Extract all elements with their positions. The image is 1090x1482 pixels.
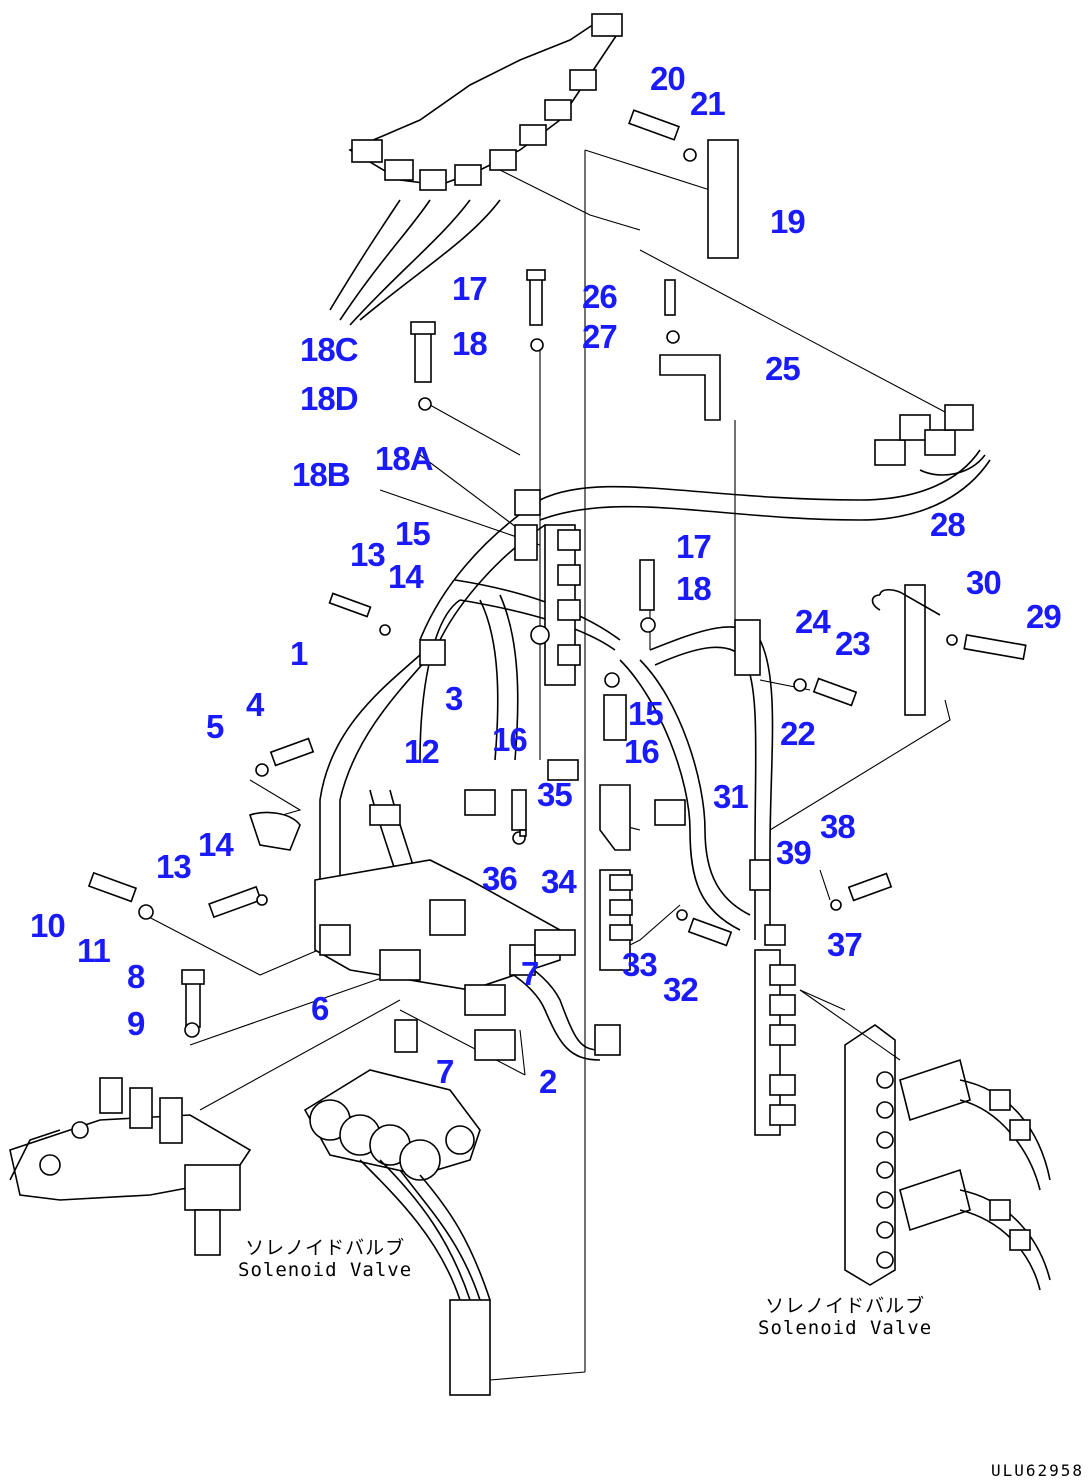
callout-6: 6 [311,990,329,1027]
callout-18a: 18A [375,440,434,477]
callout-32: 32 [663,971,699,1008]
callout-31: 31 [713,778,749,815]
callout-23: 23 [835,625,871,662]
solenoid-valve-middle [303,1069,491,1396]
callout-17: 17 [452,270,488,307]
callout-15-lower: 15 [628,695,664,732]
callout-13-lower: 13 [156,848,192,885]
callout-14-lower: 14 [198,826,234,863]
callout-20: 20 [650,60,686,97]
callout-34: 34 [541,863,577,900]
right-connector-cluster [874,404,986,476]
callout-8: 8 [127,958,145,995]
callout-12: 12 [404,733,440,770]
callout-18-lower: 18 [676,570,712,607]
callout-22: 22 [780,715,816,752]
solenoid-valve-left-label-jp: ソレノイドバルブ [245,1237,406,1259]
callout-10: 10 [30,907,66,944]
callout-2: 2 [539,1063,557,1100]
solenoid-valve-right-label-jp: ソレノイドバルブ [765,1295,926,1317]
callout-11: 11 [77,932,111,969]
callout-9: 9 [127,1005,145,1042]
callout-5: 5 [206,708,224,745]
callout-16: 16 [492,721,528,758]
callout-18c: 18C [300,331,359,368]
bracket-assembly [248,811,576,1061]
callout-3: 3 [445,680,463,717]
callout-36: 36 [482,860,518,897]
callout-1: 1 [290,635,308,672]
callout-14: 14 [388,558,424,595]
callout-26: 26 [582,278,618,315]
callout-37: 37 [827,926,863,963]
callout-33: 33 [622,946,658,983]
callout-18: 18 [452,325,488,362]
solenoid-valve-left-label-en: Solenoid Valve [238,1258,413,1281]
callout-7-lower: 7 [436,1053,454,1090]
solenoid-valve-left-label: ソレノイドバルブ Solenoid Valve [238,1237,413,1282]
document-code: ULU62958 [990,1461,1084,1480]
callout-17-lower: 17 [676,528,712,565]
top-connector-cluster [329,13,641,326]
clamps-brackets [369,139,941,1136]
callout-39: 39 [776,834,812,871]
callout-16-lower: 16 [624,733,660,770]
callout-28: 28 [930,506,966,543]
callout-21: 21 [690,85,726,122]
fasteners [87,109,1027,1038]
callout-25: 25 [765,350,801,387]
solenoid-valve-right-label-en: Solenoid Valve [758,1316,933,1339]
callout-29: 29 [1026,598,1062,635]
callout-18b: 18B [292,456,351,493]
callout-35: 35 [537,776,573,813]
callout-30: 30 [966,564,1002,601]
callout-13: 13 [350,536,386,573]
callout-38: 38 [820,808,856,845]
callout-27: 27 [582,318,618,355]
solenoid-valve-left [9,1077,252,1256]
solenoid-valve-right [799,989,1051,1291]
callout-19: 19 [770,203,806,240]
callout-24: 24 [795,603,831,640]
callout-18d: 18D [300,380,359,417]
callout-15: 15 [395,515,431,552]
callout-7: 7 [521,955,539,992]
callout-4: 4 [246,686,264,723]
solenoid-valve-right-label: ソレノイドバルブ Solenoid Valve [758,1295,933,1340]
